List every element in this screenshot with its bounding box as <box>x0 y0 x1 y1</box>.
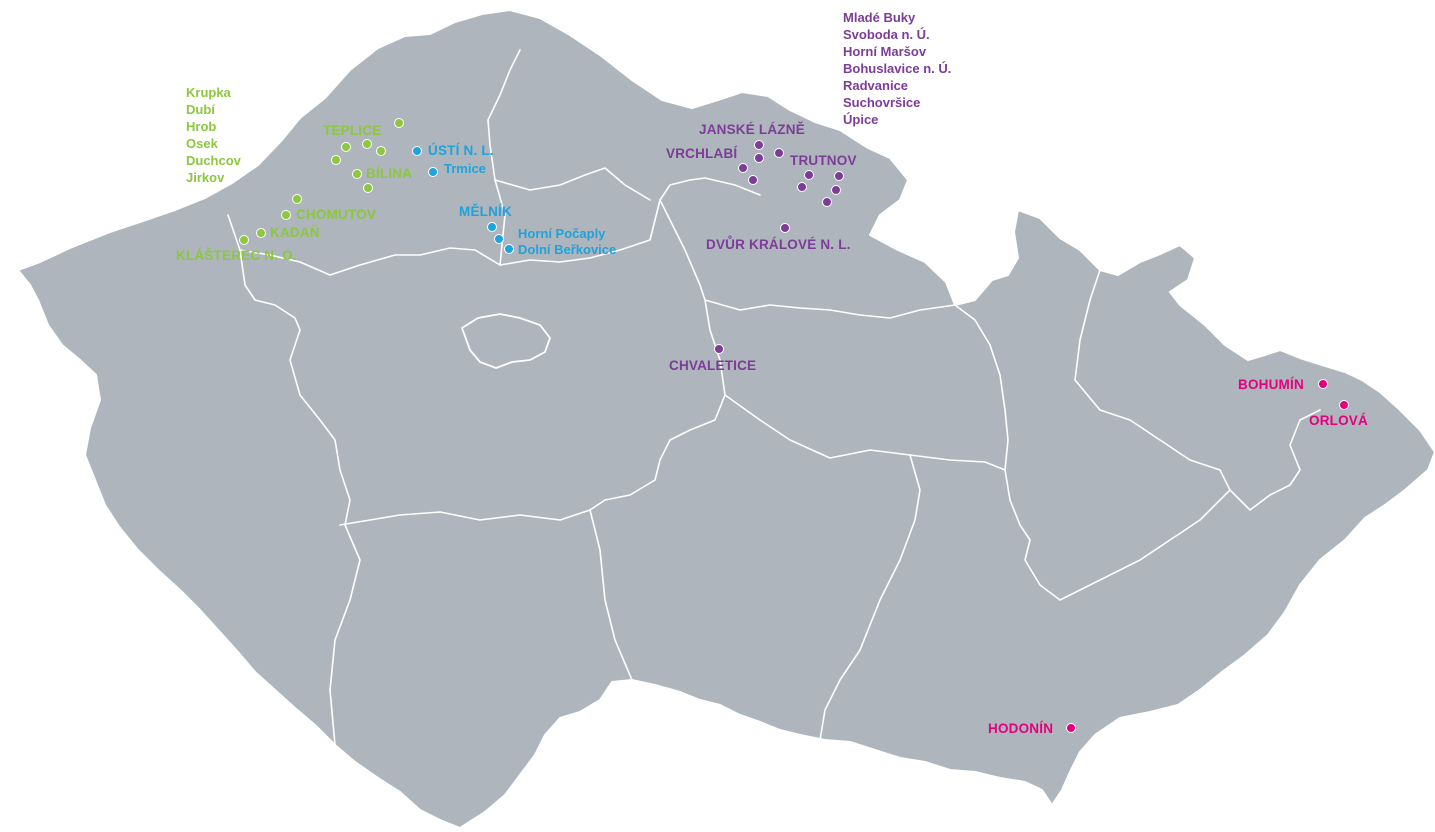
label-chvaletice: CHVALETICE <box>669 358 757 373</box>
region-border <box>494 167 651 201</box>
label-teplice: TEPLICE <box>323 123 382 138</box>
city-marker <box>352 169 362 179</box>
city-marker <box>804 170 814 180</box>
label-hodonin: HODONÍN <box>988 721 1054 736</box>
label-melnik: MĚLNÍK <box>459 204 512 219</box>
city-marker <box>428 167 438 177</box>
city-marker <box>292 194 302 204</box>
city-marker <box>780 223 790 233</box>
city-marker <box>822 197 832 207</box>
label-trutnov: TRUTNOV <box>790 153 857 168</box>
city-marker <box>341 142 351 152</box>
city-marker <box>774 148 784 158</box>
region-border <box>1079 489 1231 591</box>
label-orlova: ORLOVÁ <box>1309 413 1368 428</box>
list-item: Hrob <box>186 119 217 134</box>
label-horni-pocaply: Horní Počaply <box>518 226 606 241</box>
city-marker <box>412 146 422 156</box>
region-border <box>487 49 521 266</box>
list-item: Krupka <box>186 85 231 100</box>
city-marker <box>487 222 497 232</box>
city-marker <box>494 234 504 244</box>
city-marker <box>281 210 291 220</box>
city-marker <box>376 146 386 156</box>
purple-city-list: Mladé Buky Svoboda n. Ú. Horní Maršov Bo… <box>843 9 951 128</box>
region-border <box>724 394 1006 471</box>
label-dolni-berkovice: Dolní Beřkovice <box>518 242 617 257</box>
city-marker <box>754 153 764 163</box>
label-bilina: BÍLINA <box>366 166 413 181</box>
city-marker <box>1318 379 1328 389</box>
city-marker <box>714 344 724 354</box>
label-chomutov: CHOMUTOV <box>296 207 377 222</box>
region-border <box>339 199 726 526</box>
label-kadan: KADAŇ <box>270 225 320 240</box>
region-border <box>819 454 921 741</box>
list-item: Radvanice <box>843 78 909 93</box>
label-usti: ÚSTÍ N. L. <box>428 143 494 158</box>
list-item: Svoboda n. Ú. <box>843 27 930 42</box>
city-marker <box>1339 400 1349 410</box>
list-item: Bohuslavice n. Ú. <box>843 61 952 76</box>
city-marker <box>831 185 841 195</box>
list-item: Horní Maršov <box>843 44 927 59</box>
city-marker <box>331 155 341 165</box>
list-item: Osek <box>186 136 218 151</box>
green-city-list: Krupka Dubí Hrob Osek Duchcov Jirkov <box>186 84 241 186</box>
list-item: Úpice <box>843 112 879 127</box>
list-item: Duchcov <box>186 153 241 168</box>
label-bohumin: BOHUMÍN <box>1238 377 1304 392</box>
city-marker <box>362 139 372 149</box>
city-marker <box>754 140 764 150</box>
city-marker <box>1066 723 1076 733</box>
city-marker <box>256 228 266 238</box>
list-item: Mladé Buky <box>843 10 916 25</box>
prague-region <box>460 313 552 369</box>
label-dvur-kralove: DVŮR KRÁLOVÉ N. L. <box>706 237 851 252</box>
region-border <box>589 509 633 681</box>
city-marker <box>239 235 249 245</box>
city-marker <box>363 183 373 193</box>
region-border <box>289 329 361 746</box>
list-item: Suchovršice <box>843 95 921 110</box>
list-item: Dubí <box>186 102 215 117</box>
label-vrchlabi: VRCHLABÍ <box>666 146 738 161</box>
country-outline <box>17 9 1435 829</box>
label-janske-lazne: JANSKÉ LÁZNĚ <box>699 122 805 137</box>
label-klasterec: KLÁŠTEREC N. O. <box>176 248 297 263</box>
city-marker <box>797 182 807 192</box>
city-marker <box>834 171 844 181</box>
city-marker <box>394 118 404 128</box>
city-marker <box>738 163 748 173</box>
region-border <box>239 247 501 276</box>
label-trmice: Trmice <box>444 161 486 176</box>
list-item: Jirkov <box>186 170 225 185</box>
city-marker <box>504 244 514 254</box>
region-border <box>499 177 761 266</box>
city-marker <box>748 175 758 185</box>
region-border <box>1074 269 1321 511</box>
region-border <box>704 299 956 319</box>
region-border <box>954 304 1081 601</box>
